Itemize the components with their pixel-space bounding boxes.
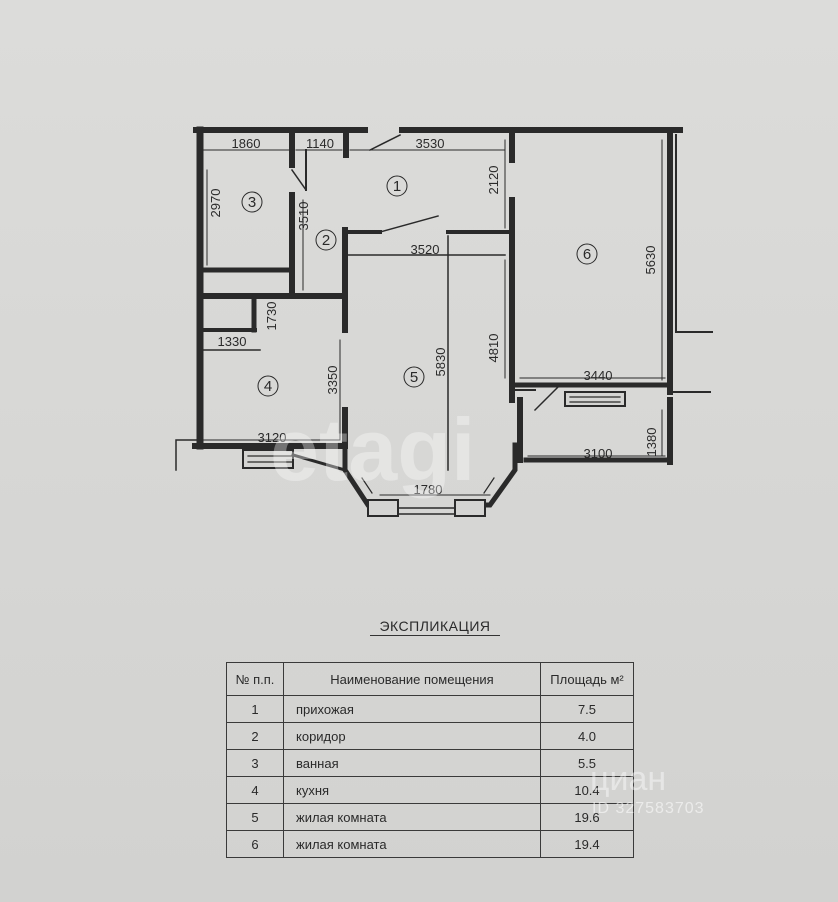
dimension-label: 5830 (433, 348, 448, 377)
dimension-label: 3350 (325, 366, 340, 395)
room-area: 10.4 (540, 776, 634, 804)
row-number: 5 (226, 803, 284, 831)
table-row: 4 кухня 10.4 (226, 776, 634, 804)
dimension-label: 2120 (486, 166, 501, 195)
table-row: 2 коридор 4.0 (226, 722, 634, 750)
dimension-label: 3530 (416, 136, 445, 151)
dimension-label: 1780 (414, 482, 443, 497)
room-number: 5 (410, 369, 418, 386)
dimension-label: 3510 (296, 202, 311, 231)
floor-plan: 1860 1140 3530 2970 3510 2120 3520 5630 … (175, 126, 713, 517)
dimension-label: 1330 (218, 334, 247, 349)
row-number: 4 (226, 776, 284, 804)
table-row: 6 жилая комната 19.4 (226, 830, 634, 858)
room-number: 2 (322, 232, 330, 249)
column-header-number: № п.п. (226, 662, 284, 696)
room-area: 19.4 (540, 830, 634, 858)
room-name: прихожая (283, 695, 541, 723)
dimension-label: 1140 (306, 136, 334, 151)
room-number: 1 (393, 178, 401, 195)
row-number: 2 (226, 722, 284, 750)
room-area: 7.5 (540, 695, 634, 723)
room-name: коридор (283, 722, 541, 750)
room-name: жилая комната (283, 830, 541, 858)
dimension-label: 1730 (264, 302, 279, 331)
row-number: 1 (226, 695, 284, 723)
explication-table: № п.п. Наименование помещения Площадь м²… (226, 662, 634, 858)
dimension-label: 3100 (584, 446, 613, 461)
dimension-label: 1860 (232, 136, 261, 151)
dimension-label: 2970 (208, 189, 223, 218)
room-name: ванная (283, 749, 541, 777)
table-row: 1 прихожая 7.5 (226, 695, 634, 723)
dimension-label: 3440 (584, 368, 613, 383)
dimension-label: 5630 (643, 246, 658, 275)
room-number: 6 (583, 246, 591, 263)
row-number: 3 (226, 749, 284, 777)
dimension-label: 3520 (411, 242, 440, 257)
table-header-row: № п.п. Наименование помещения Площадь м² (226, 662, 634, 696)
column-header-area: Площадь м² (540, 662, 634, 696)
watermark-listing-id: ID 327583703 (592, 800, 705, 817)
room-number: 3 (248, 194, 256, 211)
table-row: 3 ванная 5.5 (226, 749, 634, 777)
dimension-label: 4810 (486, 334, 501, 363)
explication-title: ЭКСПЛИКАЦИЯ (370, 618, 500, 636)
room-name: жилая комната (283, 803, 541, 831)
watermark-brand: циан (590, 760, 667, 798)
table-row: 5 жилая комната 19.6 (226, 803, 634, 831)
watermark-logo: etagi (270, 400, 475, 499)
room-area: 4.0 (540, 722, 634, 750)
row-number: 6 (226, 830, 284, 858)
room-number: 4 (264, 378, 272, 395)
dimension-label: 1380 (644, 428, 659, 457)
room-name: кухня (283, 776, 541, 804)
dimension-label: 3120 (258, 430, 287, 445)
column-header-name: Наименование помещения (283, 662, 541, 696)
